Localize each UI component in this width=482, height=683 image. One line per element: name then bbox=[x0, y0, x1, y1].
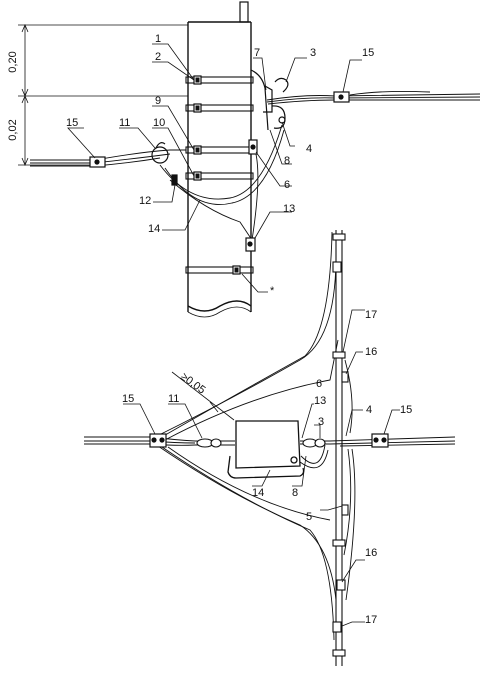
label-2: 2 bbox=[155, 51, 161, 63]
label-14: 14 bbox=[148, 223, 160, 235]
label-10: 10 bbox=[153, 117, 165, 129]
drop-cable bbox=[159, 124, 285, 265]
label-3: 3 bbox=[310, 47, 316, 59]
band-clamps bbox=[185, 76, 254, 274]
label-15-right: 15 bbox=[362, 47, 374, 59]
label-6: 6 bbox=[284, 179, 290, 191]
pole-clamps-plan bbox=[332, 233, 349, 657]
label-8: 8 bbox=[284, 155, 290, 167]
clamp-12 bbox=[171, 174, 178, 186]
label-13-plan: 13 bbox=[314, 395, 326, 407]
label-9: 9 bbox=[155, 95, 161, 107]
anchor-clamps-plan bbox=[149, 433, 389, 448]
label-17-top-plan: 17 bbox=[365, 309, 377, 321]
label-1: 1 bbox=[155, 33, 161, 45]
hook-left bbox=[151, 142, 169, 164]
hook-clamps-plan bbox=[196, 438, 326, 448]
offset-dimension-label: ≥0,05 bbox=[178, 371, 207, 397]
label-11: 11 bbox=[119, 117, 130, 129]
hook-bracket bbox=[250, 69, 289, 131]
cable-left-top bbox=[30, 149, 186, 167]
dimension-upper: 0,20 bbox=[7, 51, 19, 72]
label-16-bottom-plan: 16 bbox=[365, 547, 377, 559]
label-11-plan: 11 bbox=[168, 393, 179, 405]
distribution-box bbox=[227, 420, 305, 479]
vertical-pole-line bbox=[335, 230, 343, 666]
leaders-top bbox=[67, 43, 362, 293]
label-star: * bbox=[270, 285, 275, 297]
dimension-lines bbox=[18, 23, 188, 167]
label-14-plan: 14 bbox=[252, 487, 264, 499]
label-4-plan: 4 bbox=[366, 404, 372, 416]
drop-cable-plan bbox=[299, 444, 329, 469]
labels-bottom: 15 11 14 6 13 3 8 17 16 4 15 5 16 17 bbox=[122, 309, 412, 626]
offset-dimension bbox=[171, 371, 235, 421]
cable-fan-lower bbox=[157, 359, 356, 641]
label-7: 7 bbox=[254, 47, 260, 59]
leaders-bottom bbox=[123, 309, 400, 627]
label-15-left: 15 bbox=[66, 117, 78, 129]
clamp-13 bbox=[245, 237, 256, 252]
dimension-lower: 0,02 bbox=[7, 119, 19, 140]
pole-top-rod bbox=[239, 1, 249, 23]
label-12: 12 bbox=[139, 195, 151, 207]
label-16-top-plan: 16 bbox=[365, 346, 377, 358]
cable-right-top bbox=[266, 90, 481, 105]
label-15-left-plan: 15 bbox=[122, 393, 134, 405]
anchor-clamp-left bbox=[89, 156, 106, 168]
cable-fan-upper bbox=[154, 231, 339, 441]
label-4: 4 bbox=[306, 143, 312, 155]
labels-top: 1 2 9 10 11 12 14 15 7 3 15 4 8 6 13 * bbox=[66, 33, 374, 297]
clamp-6 bbox=[248, 139, 258, 155]
band-buckles bbox=[193, 75, 241, 275]
label-17-bottom-plan: 17 bbox=[365, 614, 377, 626]
label-15-right-plan: 15 bbox=[400, 404, 412, 416]
label-6-plan: 6 bbox=[316, 378, 322, 390]
label-3-plan: 3 bbox=[318, 416, 324, 428]
main-cable-horizontal bbox=[84, 436, 456, 447]
anchor-clamp-right bbox=[333, 91, 350, 103]
label-5-plan: 5 bbox=[306, 511, 312, 523]
label-8-plan: 8 bbox=[292, 487, 298, 499]
label-13: 13 bbox=[283, 203, 295, 215]
